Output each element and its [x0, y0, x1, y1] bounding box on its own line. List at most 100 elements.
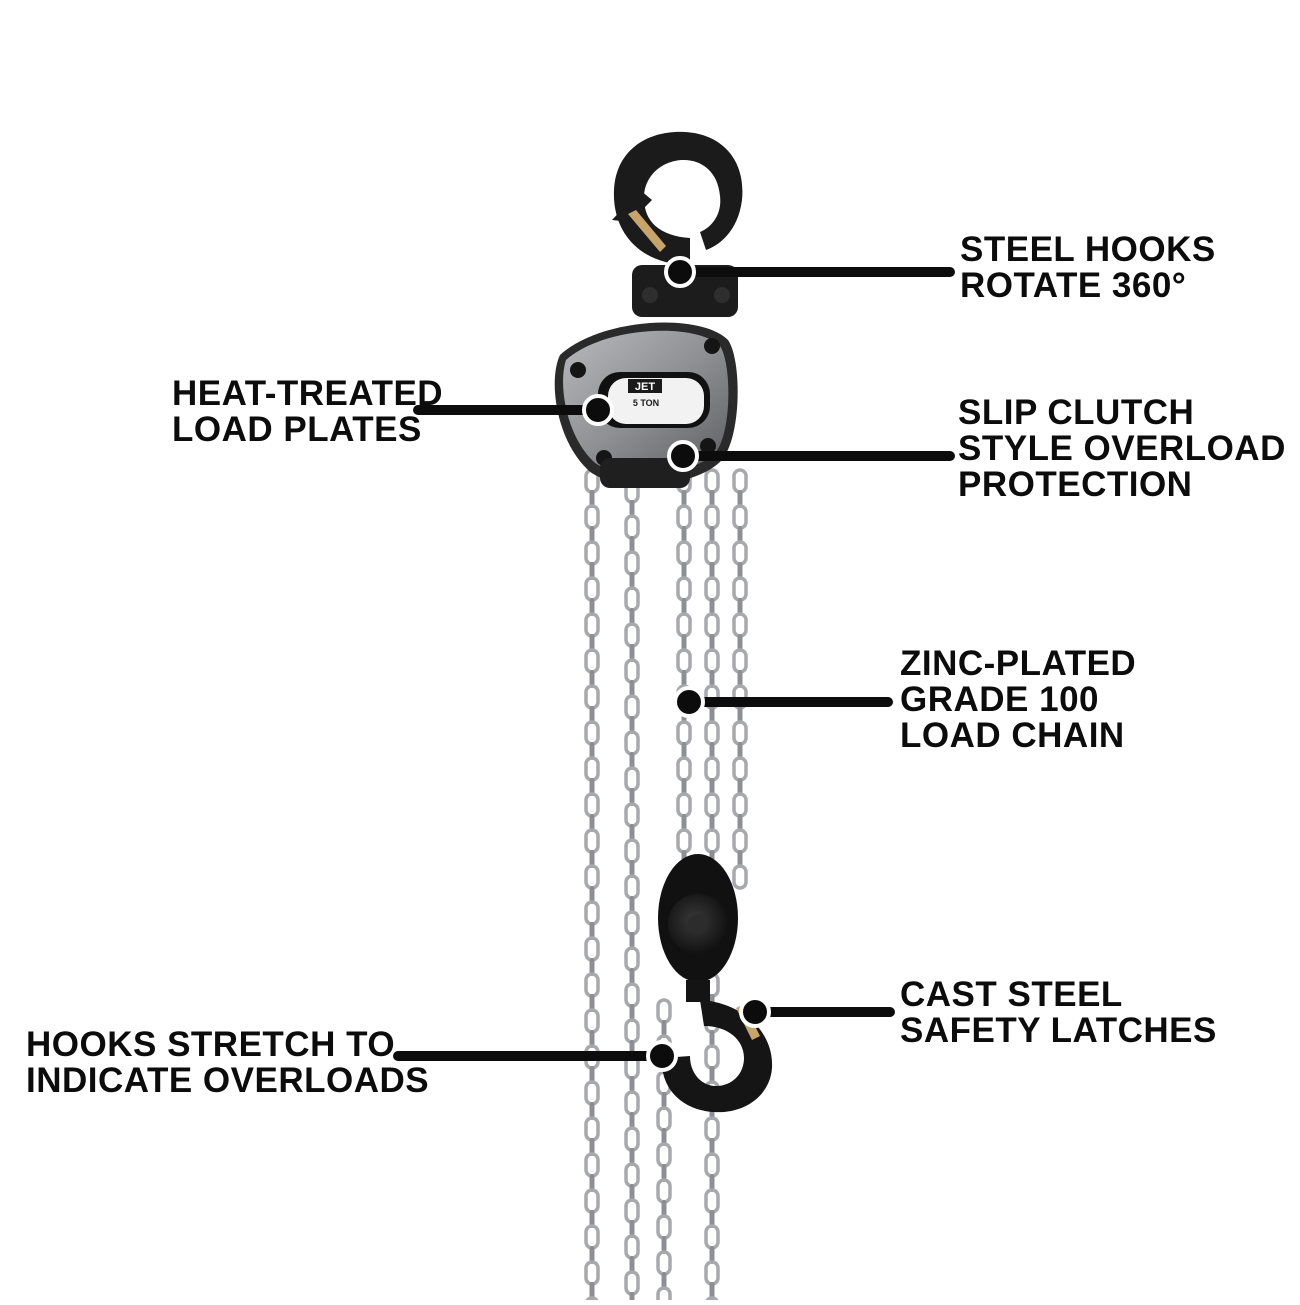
- chain-link: [624, 658, 640, 684]
- capacity-label: 5 TON: [633, 398, 659, 408]
- chain-link: [624, 730, 640, 756]
- chain-link: [656, 998, 672, 1024]
- chain-link: [704, 612, 720, 638]
- chain-link: [624, 550, 640, 576]
- chain-link: [676, 540, 692, 566]
- chain-link: [704, 540, 720, 566]
- chain-link: [737, 634, 743, 652]
- chain-link: [676, 756, 692, 782]
- chain-link: [661, 1272, 667, 1290]
- chain-link: [681, 742, 687, 760]
- callout-load-chain-line-3: LOAD CHAIN: [900, 716, 1125, 755]
- chain-link: [629, 680, 635, 698]
- chain-link: [704, 1296, 720, 1305]
- chain-link: [629, 788, 635, 806]
- chain-link: [624, 586, 640, 612]
- chain-link: [584, 504, 600, 530]
- chain-link: [624, 838, 640, 864]
- chain-link: [709, 1174, 715, 1192]
- chain-link: [589, 958, 595, 976]
- chain-link: [589, 994, 595, 1012]
- chain-link: [584, 1296, 600, 1305]
- chain-link: [737, 742, 743, 760]
- chain-link: [584, 864, 600, 890]
- callout-steel-hooks-line-2: ROTATE 360°: [960, 266, 1187, 305]
- chain-link: [704, 504, 720, 530]
- chain-link: [704, 1116, 720, 1142]
- chain-link: [732, 720, 748, 746]
- chain-link: [732, 576, 748, 602]
- chain-link: [584, 576, 600, 602]
- chain-link: [584, 720, 600, 746]
- chain-link: [704, 576, 720, 602]
- chain-link: [589, 670, 595, 688]
- chain-link: [661, 1236, 667, 1254]
- chain-link: [589, 850, 595, 868]
- brand-badge-bg: [628, 379, 662, 393]
- chain-link: [624, 1198, 640, 1224]
- chain-link: [624, 1018, 640, 1044]
- chain-link: [737, 706, 743, 724]
- chain-link: [709, 490, 715, 508]
- callout-safety-latches-line-1: CAST STEEL: [900, 975, 1123, 1014]
- callout-slip-clutch: SLIP CLUTCH STYLE OVERLOAD PROTECTION: [958, 395, 1286, 503]
- chain-strand: [676, 468, 692, 890]
- chain-link: [656, 1142, 672, 1168]
- chain-link: [629, 752, 635, 770]
- chain-link: [624, 1270, 640, 1296]
- chain-link: [681, 526, 687, 544]
- chain-link: [584, 972, 600, 998]
- chain-link: [704, 648, 720, 674]
- chain-link: [737, 778, 743, 796]
- chain-link: [676, 792, 692, 818]
- chain-link: [681, 778, 687, 796]
- chain-strand: [624, 478, 640, 1305]
- chain-link: [589, 742, 595, 760]
- chain-link: [676, 576, 692, 602]
- chain-link: [656, 1250, 672, 1276]
- chain-link: [732, 864, 748, 890]
- chain-link: [589, 490, 595, 508]
- chain-link: [709, 1138, 715, 1156]
- callout-stretch-hooks-line-1: HOOKS STRETCH TO: [26, 1025, 396, 1064]
- callout-safety-latches: CAST STEEL SAFETY LATCHES: [900, 977, 1217, 1049]
- chain-link: [584, 1008, 600, 1034]
- chain-link: [629, 932, 635, 950]
- brand-badge: JET: [635, 381, 655, 393]
- callout-slip-clutch-line-2: STYLE OVERLOAD: [958, 429, 1286, 468]
- chain-link: [629, 1076, 635, 1094]
- chain-link: [704, 1152, 720, 1178]
- bottom-sheave-block: [658, 854, 738, 1002]
- chain-link: [629, 968, 635, 986]
- chain-link: [584, 828, 600, 854]
- chain-link: [589, 1066, 595, 1084]
- callout-leaders: [393, 256, 955, 1072]
- callout-stretch-hooks: HOOKS STRETCH TO INDICATE OVERLOADS: [26, 1027, 429, 1099]
- chain-link: [589, 1210, 595, 1228]
- leader-load-plates: [413, 394, 614, 426]
- top-swivel-block: [632, 265, 738, 317]
- chain-link: [732, 792, 748, 818]
- chain-link: [589, 814, 595, 832]
- chain-link: [584, 1260, 600, 1286]
- chain-strand: [732, 468, 748, 890]
- chain-link: [584, 792, 600, 818]
- chain-strand: [584, 468, 600, 1305]
- chain-link: [629, 500, 635, 518]
- chain-link: [584, 756, 600, 782]
- callout-load-plates-line-1: HEAT-TREATED: [172, 374, 444, 413]
- chain-link: [709, 526, 715, 544]
- leader-stretch-hooks: [393, 1040, 678, 1072]
- chain-link: [624, 514, 640, 540]
- chain-link: [589, 706, 595, 724]
- chain-link: [676, 504, 692, 530]
- chain-link: [704, 468, 720, 494]
- chain-link: [676, 828, 692, 854]
- chain-link: [584, 648, 600, 674]
- callout-slip-clutch-line-1: SLIP CLUTCH: [958, 393, 1195, 432]
- chain-link: [656, 1214, 672, 1240]
- chain-link: [584, 900, 600, 926]
- chain-link: [584, 1080, 600, 1106]
- chain-link: [629, 608, 635, 626]
- chain-link: [681, 814, 687, 832]
